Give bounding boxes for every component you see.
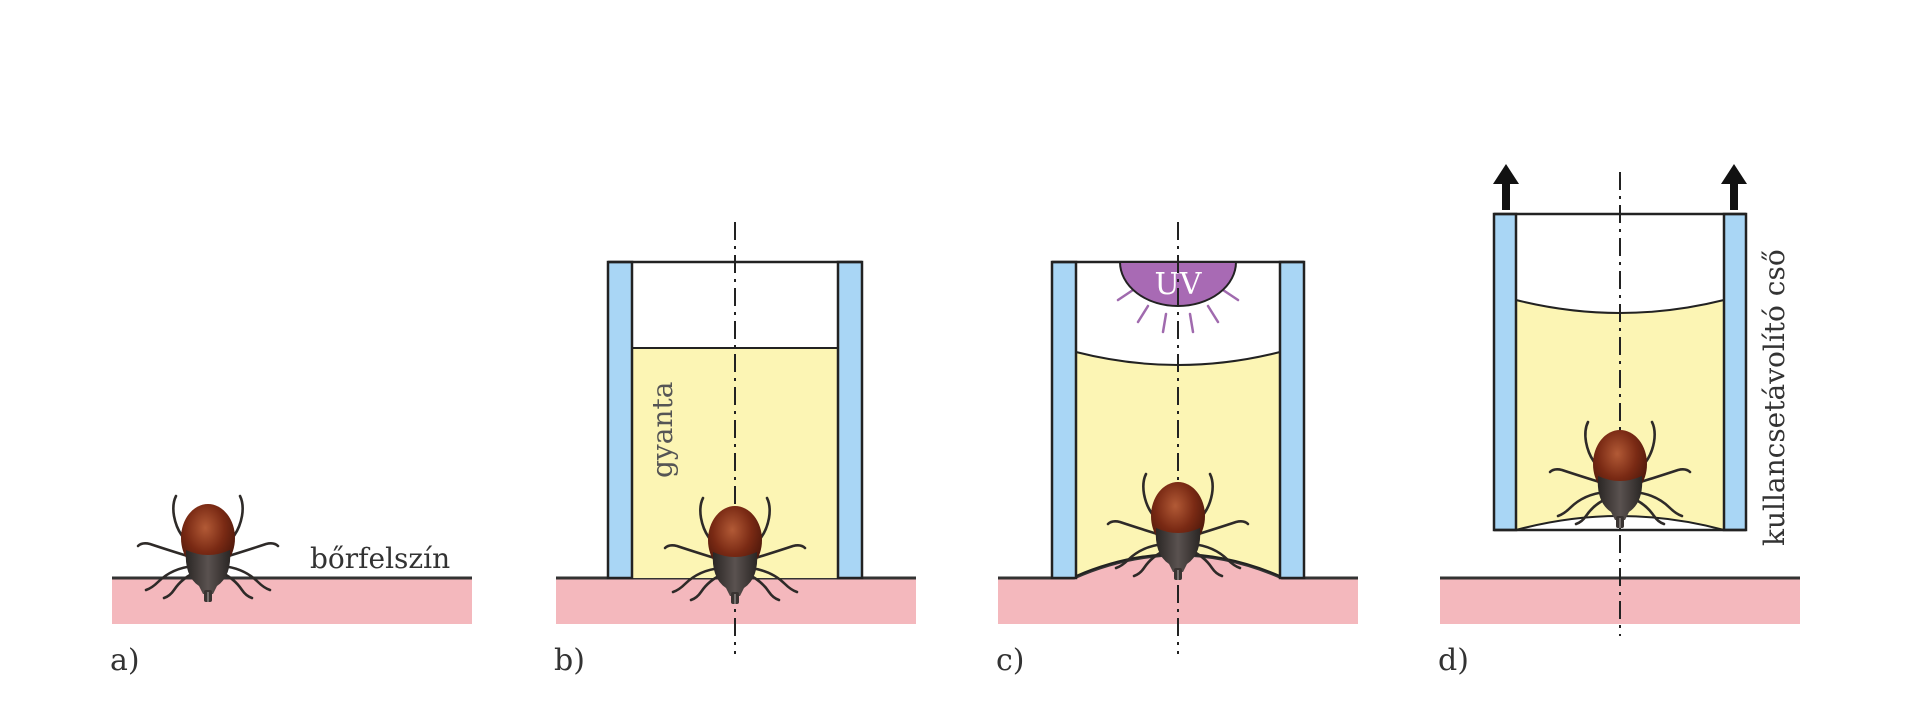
uv-lamp-icon: [1116, 261, 1240, 334]
tube-wall-right: [1278, 260, 1306, 580]
arrow-up-icon: [1493, 164, 1519, 210]
tube-wall-right: [1722, 212, 1748, 532]
skin-block: [112, 578, 472, 624]
skin-surface-label: bőrfelszín: [310, 542, 450, 575]
tube-wall-left: [1492, 212, 1518, 532]
resin-label: gyanta: [646, 382, 679, 478]
panel-label-b: b): [554, 643, 585, 678]
tick-remover-tube-label: kullancsetávolító cső: [1758, 249, 1791, 546]
panel-label-d: d): [1438, 643, 1469, 678]
panel-label-c: c): [996, 643, 1025, 678]
tube-wall-left: [606, 260, 634, 580]
panel-b: gyanta b): [554, 222, 916, 678]
arrow-up-icon: [1721, 164, 1747, 210]
panel-label-a: a): [110, 643, 140, 678]
panel-a: bőrfelszín a): [110, 494, 472, 678]
panel-d: kullancsetávolító cső d): [1438, 164, 1800, 678]
tube-wall-right: [836, 260, 864, 580]
tube-wall-left: [1050, 260, 1078, 580]
panel-c: UV c): [996, 222, 1358, 678]
